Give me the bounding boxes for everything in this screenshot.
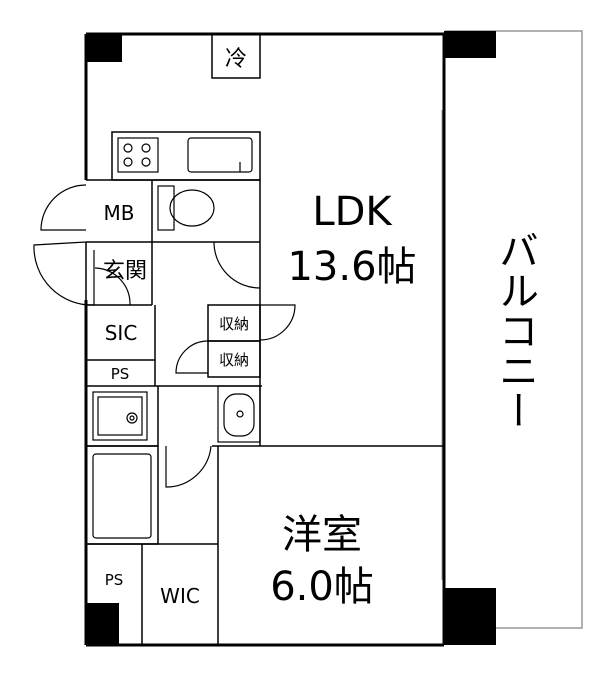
washing-machine-icon [92,391,148,441]
ldk-size: 13.6帖 [287,244,416,290]
entrance-label: 玄関 [103,259,147,284]
bathtub-icon [92,453,152,539]
interior-walls [85,33,444,645]
fixtures [92,137,261,539]
wash-basin-icon [217,385,261,443]
structural-columns [86,31,496,645]
wic-label: WIC [160,584,200,608]
fridge-label: 冷 [225,47,247,72]
bedroom-name: 洋室 [282,512,362,558]
ps-lower-label: PS [105,571,124,589]
toilet-icon [157,185,215,231]
storage-lower-label: 収納 [219,351,249,369]
ldk-name: LDK [312,189,393,235]
kitchen-sink-icon [187,137,253,173]
bedroom-size: 6.0帖 [270,564,374,610]
door-swings [33,184,296,488]
stove-icon [117,137,159,173]
mb-label: MB [104,201,135,225]
sic-label: SIC [105,321,138,345]
ps-upper-label: PS [111,365,130,383]
storage-upper-label: 収納 [219,315,249,333]
balcony-outline [445,30,583,629]
balcony-label: バルコニー [492,230,538,430]
